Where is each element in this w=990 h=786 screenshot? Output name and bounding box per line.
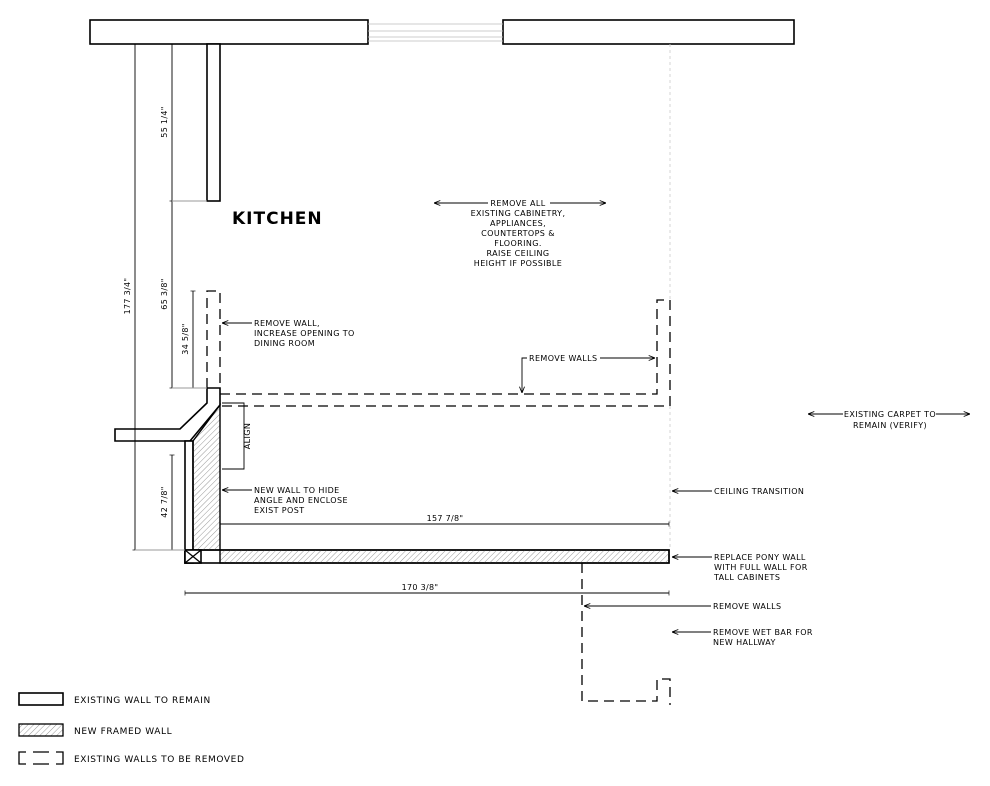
svg-text:COUNTERTOPS &: COUNTERTOPS & — [481, 229, 555, 238]
svg-text:APPLIANCES,: APPLIANCES, — [490, 219, 546, 228]
new-wall-bottom — [219, 549, 670, 564]
note-remove-wet-bar: REMOVE WET BAR FOR NEW HALLWAY — [713, 628, 813, 647]
svg-text:REMOVE WET BAR FOR: REMOVE WET BAR FOR — [713, 628, 813, 637]
note-existing-carpet: EXISTING CARPET TO REMAIN (VERIFY) — [844, 410, 936, 430]
remove-walls-upper — [220, 299, 671, 407]
top-wall-left — [89, 19, 369, 45]
dimension-lines — [132, 43, 670, 596]
walls-to-remove — [206, 290, 671, 705]
leader-arrows — [222, 203, 970, 632]
svg-text:EXIST POST: EXIST POST — [254, 506, 305, 515]
svg-text:INCREASE OPENING TO: INCREASE OPENING TO — [254, 329, 355, 338]
dim-upper-wall: 55 1/4" — [160, 106, 169, 137]
note-remove-wall-opening: REMOVE WALL, INCREASE OPENING TO DINING … — [254, 319, 355, 348]
new-framed-walls — [184, 402, 670, 564]
note-remove-walls-lower: REMOVE WALLS — [713, 602, 781, 611]
note-remove-walls-upper: REMOVE WALLS — [529, 354, 597, 363]
note-new-wall: NEW WALL TO HIDE ANGLE AND ENCLOSE EXIST… — [254, 486, 348, 515]
kitchen-label: KITCHEN — [232, 209, 323, 229]
svg-text:EXISTING CARPET TO: EXISTING CARPET TO — [844, 410, 936, 419]
legend-new-swatch — [18, 723, 64, 737]
note-ceiling-transition: CEILING TRANSITION — [714, 487, 804, 496]
svg-text:WITH FULL WALL FOR: WITH FULL WALL FOR — [714, 563, 808, 572]
dim-wall-width: 157 7/8" — [427, 514, 464, 523]
top-wall-right — [502, 19, 795, 45]
note-remove-all: REMOVE ALL EXISTING CABINETRY, APPLIANCE… — [471, 199, 566, 268]
svg-text:ANGLE AND ENCLOSE: ANGLE AND ENCLOSE — [254, 496, 348, 505]
legend: EXISTING WALL TO REMAIN NEW FRAMED WALL … — [18, 692, 244, 765]
svg-text:RAISE CEILING: RAISE CEILING — [487, 249, 550, 258]
window-opening — [368, 23, 503, 42]
legend-removed-label: EXISTING WALLS TO BE REMOVED — [74, 755, 244, 765]
dim-overall-height: 177 3/4" — [123, 278, 132, 315]
note-align: ALIGN — [243, 423, 252, 449]
dim-lower-opening: 34 5/8" — [181, 323, 190, 354]
svg-text:HEIGHT IF POSSIBLE: HEIGHT IF POSSIBLE — [474, 259, 562, 268]
svg-text:EXISTING CABINETRY,: EXISTING CABINETRY, — [471, 209, 566, 218]
svg-text:REMAIN (VERIFY): REMAIN (VERIFY) — [853, 421, 927, 430]
legend-new-label: NEW FRAMED WALL — [74, 727, 172, 737]
legend-removed-swatch — [18, 751, 64, 765]
svg-text:FLOORING.: FLOORING. — [494, 239, 542, 248]
upper-left-wall — [206, 43, 221, 202]
dim-lower-left: 42 7/8" — [160, 486, 169, 517]
svg-text:REMOVE WALL,: REMOVE WALL, — [254, 319, 320, 328]
svg-text:REPLACE PONY WALL: REPLACE PONY WALL — [714, 553, 806, 562]
legend-existing-swatch — [18, 692, 64, 706]
lower-left-wall — [184, 440, 194, 564]
dim-overall-width: 170 3/8" — [402, 583, 439, 592]
svg-text:NEW WALL TO HIDE: NEW WALL TO HIDE — [254, 486, 340, 495]
angled-wall — [114, 387, 221, 442]
legend-existing-label: EXISTING WALL TO REMAIN — [74, 696, 211, 706]
note-replace-pony-wall: REPLACE PONY WALL WITH FULL WALL FOR TAL… — [713, 553, 808, 582]
svg-text:NEW HALLWAY: NEW HALLWAY — [713, 638, 776, 647]
svg-text:REMOVE ALL: REMOVE ALL — [490, 199, 545, 208]
svg-text:TALL CABINETS: TALL CABINETS — [713, 573, 780, 582]
remove-walls-lower — [581, 563, 671, 705]
dim-opening-height: 65 3/8" — [160, 278, 169, 309]
remove-wall-opening — [206, 290, 221, 388]
svg-text:DINING ROOM: DINING ROOM — [254, 339, 315, 348]
